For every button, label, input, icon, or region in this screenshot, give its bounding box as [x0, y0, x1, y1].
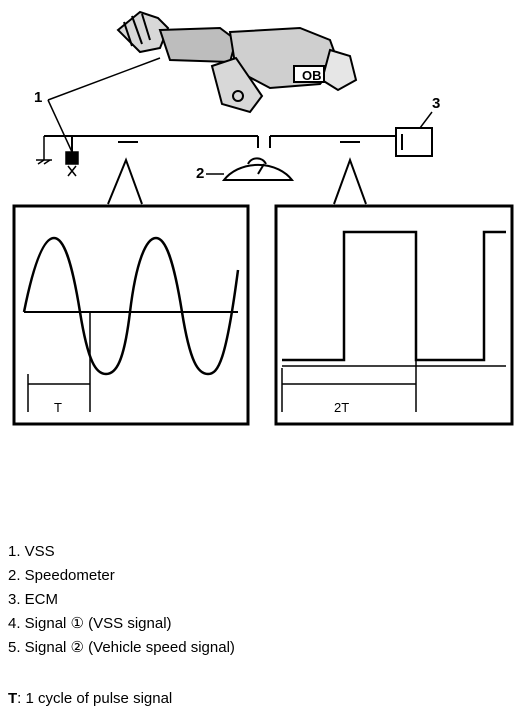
signal2-waveform: [282, 230, 506, 362]
vss-wiring-diagram: OB 1 2 3 4 5: [12, 10, 514, 426]
speedometer-icon: [221, 157, 295, 181]
legend-item-signal1: 4. Signal ① (VSS signal): [8, 615, 172, 632]
period-note-key: T: [8, 690, 18, 707]
signal1-waveform: [22, 236, 240, 376]
vss-connector-icon: [65, 151, 79, 177]
ecm-leader: [419, 111, 433, 129]
callout-vss: 1: [34, 89, 42, 106]
legend-item-ecm: 3. ECM: [8, 591, 59, 608]
legend-item-signal2: 5. Signal ② (Vehicle speed signal): [8, 639, 235, 656]
ground-icon: [36, 136, 52, 165]
legend-item-vss: 1. VSS: [8, 543, 55, 560]
vss-leader-line: [47, 57, 161, 101]
callout-speedometer: 2: [196, 165, 204, 182]
vss-connector-leader: [47, 99, 73, 153]
svg-text:OB: OB: [302, 68, 322, 83]
signal1-panel: T: [12, 204, 250, 426]
legend: 1. VSS 2. Speedometer 3. ECM 4. Signal ①…: [8, 540, 518, 660]
period-note-text: : 1 cycle of pulse signal: [17, 690, 173, 707]
signal1-pointer: [107, 157, 143, 205]
signal2-pointer: [333, 157, 367, 205]
period-label: T: [54, 400, 62, 415]
legend-item-speedometer: 2. Speedometer: [8, 567, 115, 584]
period-note: T: 1 cycle of pulse signal: [8, 690, 172, 707]
double-period-label: 2T: [334, 400, 349, 415]
ecm-icon: [395, 127, 433, 157]
wiring-harness: [44, 135, 408, 152]
callout-ecm: 3: [432, 95, 440, 112]
signal2-panel: 2T: [274, 204, 514, 426]
vss-sensor-illustration: OB: [116, 10, 358, 114]
